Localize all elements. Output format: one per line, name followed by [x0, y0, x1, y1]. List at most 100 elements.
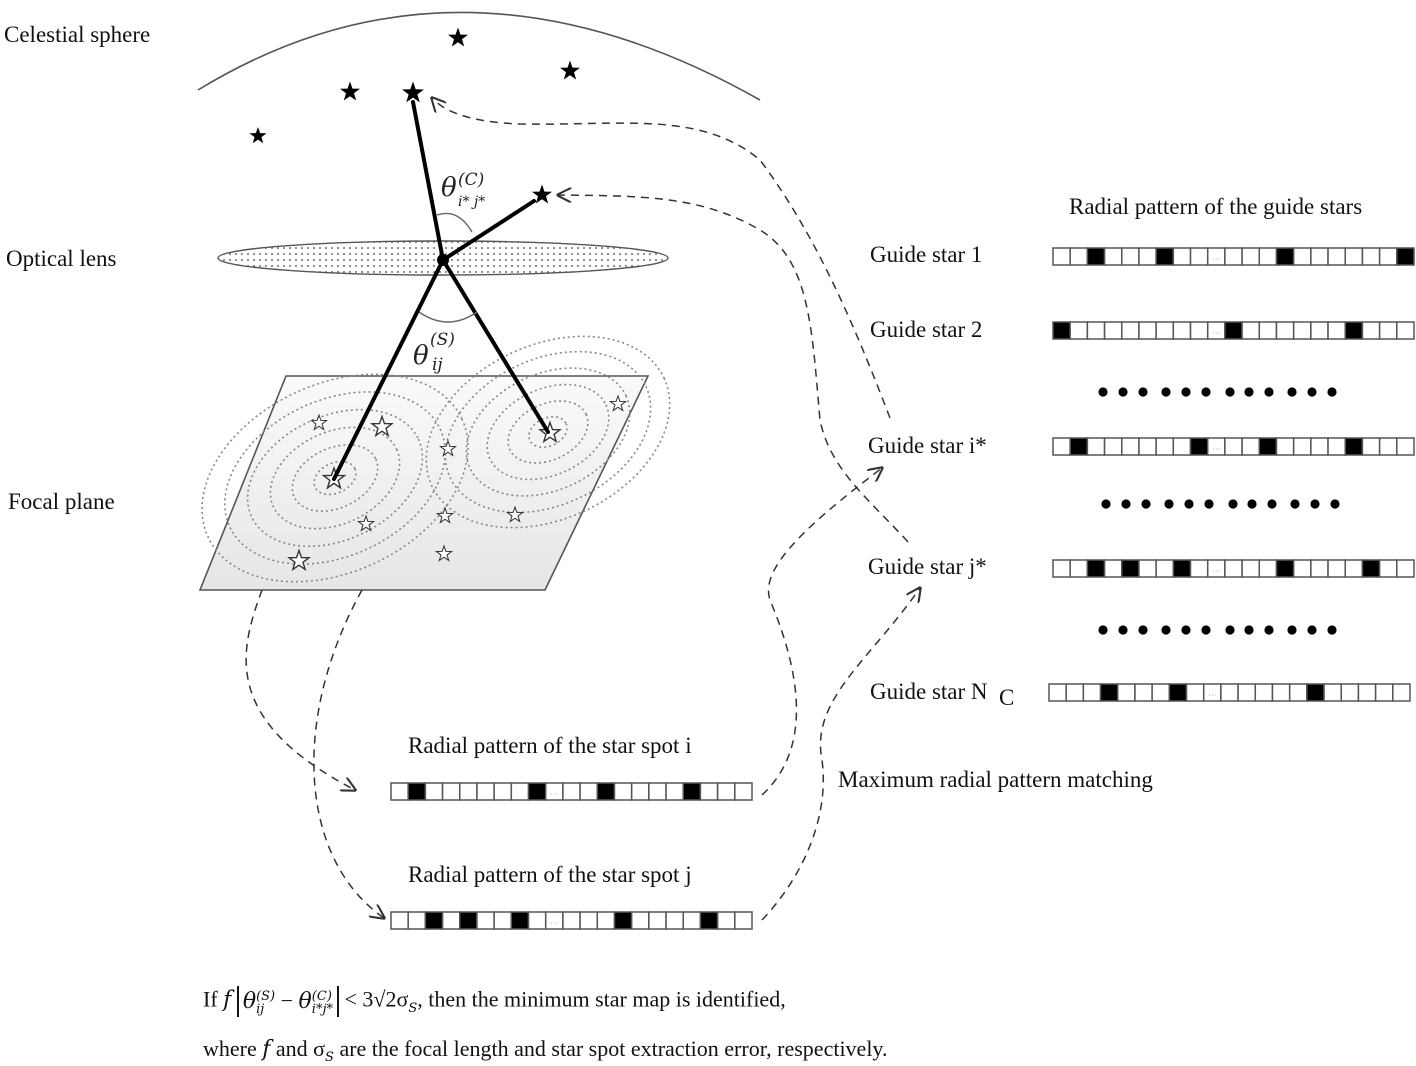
pattern-cell-empty: [493, 782, 513, 801]
formula-def-f: f: [262, 1037, 271, 1062]
pattern-cell-empty: [424, 782, 444, 801]
ray-spot-j: [441, 258, 550, 434]
pattern-cell-empty: [493, 911, 513, 930]
ellipsis-dot: [1330, 499, 1340, 509]
pattern-cell-filled: [1275, 559, 1295, 578]
pattern-cell-filled: [1224, 321, 1243, 340]
pattern-cell-filled: [1121, 559, 1140, 578]
formula-def-sigma: σ: [313, 1036, 326, 1061]
pattern-cell-empty: [1271, 683, 1291, 702]
pattern-cell-empty: [1340, 683, 1360, 702]
ellipsis-dot: [1181, 625, 1191, 635]
star-spot-pattern-bar: …: [390, 911, 753, 930]
pattern-cell-filled: [1155, 247, 1175, 266]
formula-def-sigma-sub: S: [325, 1050, 334, 1066]
pattern-cell-empty: [441, 782, 461, 801]
formula-and: and: [275, 1036, 308, 1061]
pattern-cell-filled: [510, 911, 530, 930]
pattern-cell-filled: [424, 911, 444, 930]
ellipsis-dot: [1161, 625, 1171, 635]
ellipsis-dot: [1310, 499, 1320, 509]
ellipsis-dot: [1244, 387, 1254, 397]
ellipsis-dot-row: [1098, 387, 1337, 397]
ellipsis-dot: [1264, 625, 1274, 635]
pattern-cell-filled: [1344, 321, 1364, 340]
pattern-cell-empty: [1275, 321, 1295, 340]
pattern-cell-empty: [1327, 321, 1346, 340]
focal-plane: [198, 375, 650, 591]
guide-star-pattern-bar: …: [1052, 247, 1415, 266]
formula-if: If: [203, 986, 218, 1012]
pattern-cell-empty: [1189, 321, 1209, 340]
formula-theta-c: θ: [298, 989, 312, 1014]
pattern-cell-empty: [1310, 437, 1329, 456]
pattern-cell-empty: [1069, 559, 1089, 578]
light-rays: [332, 100, 550, 481]
pattern-cell-empty: [1378, 321, 1398, 340]
guide-stars-title: Radial pattern of the guide stars: [1069, 194, 1362, 219]
pattern-cell-empty: [682, 911, 702, 930]
ellipsis-dot: [1327, 625, 1337, 635]
pattern-cell-empty: [441, 911, 461, 930]
arrow-spot-j-to-pattern: [313, 589, 384, 918]
pattern-cell-empty: [1172, 437, 1192, 456]
ellipsis-dot: [1264, 387, 1274, 397]
pattern-cell-empty: [1327, 437, 1346, 456]
pattern-cell-empty: [476, 911, 495, 930]
pattern-cell-empty: [1138, 437, 1157, 456]
ellipsis-dot: [1307, 625, 1317, 635]
catalog-star-i-icon: [402, 81, 424, 103]
pattern-cell-empty: [1310, 247, 1329, 266]
ellipsis-dot: [1118, 625, 1128, 635]
guide-star-label: Guide star 1: [870, 242, 982, 267]
formula-s-sub: ij: [256, 1001, 265, 1017]
pattern-cell-empty: [1237, 683, 1257, 702]
pattern-cell-empty: [1378, 559, 1398, 578]
formula-threshold-sub: S: [408, 1000, 418, 1016]
guide-star-nc-name: Guide star N: [870, 679, 988, 704]
pattern-cell-empty: [562, 782, 581, 801]
formula-minus: −: [280, 988, 294, 1013]
ellipsis-dot: [1098, 625, 1108, 635]
theta-c-label: θ (C) i* j*: [441, 170, 485, 210]
lens-center-point: [437, 254, 449, 266]
pattern-cell-filled: [1069, 437, 1089, 456]
ellipsis-dot: [1098, 387, 1108, 397]
formula-line1-suffix: , then the minimum star map is identifie…: [417, 986, 786, 1012]
pattern-cell-empty: [1241, 247, 1261, 266]
pattern-cell-empty: [579, 911, 599, 930]
formula-theta-s: θ: [242, 989, 257, 1014]
pattern-cell-empty: [1069, 247, 1089, 266]
pattern-ellipsis-text: …: [550, 917, 558, 926]
pattern-cell-empty: [476, 782, 495, 801]
pattern-cell-empty: [1292, 437, 1312, 456]
pattern-cell-filled: [1168, 683, 1188, 702]
pattern-cell-empty: [1258, 247, 1278, 266]
ellipsis-dot: [1181, 387, 1191, 397]
celestial-sphere-arc: [197, 11, 761, 101]
arrow-pattern-j-to-guide-j: [761, 588, 920, 921]
pattern-cell-empty: [1288, 683, 1308, 702]
angle-arc-sensor: [418, 311, 478, 323]
pattern-ellipsis-text: …: [1212, 565, 1220, 574]
star-spot-j-title: Radial pattern of the star spot j: [408, 862, 692, 887]
pattern-cell-empty: [1052, 559, 1071, 578]
ellipsis-dot: [1138, 387, 1148, 397]
pattern-ellipsis-text: …: [1212, 253, 1220, 262]
ellipsis-dot: [1267, 499, 1277, 509]
formula-s-sup: (S): [256, 988, 276, 1004]
pattern-cell-filled: [527, 782, 547, 801]
pattern-cell-empty: [1138, 321, 1157, 340]
pattern-cell-empty: [1254, 683, 1274, 702]
formula-less-than: <: [344, 986, 357, 1012]
pattern-cell-filled: [1086, 559, 1106, 578]
guide-star-pattern-bar: …: [1052, 559, 1415, 578]
guide-star-pattern-bar: …: [1052, 321, 1415, 340]
pattern-cell-filled: [1189, 437, 1209, 456]
pattern-cell-empty: [1103, 321, 1123, 340]
pattern-cell-empty: [1052, 247, 1071, 266]
pattern-cell-empty: [1378, 247, 1398, 266]
pattern-cell-empty: [1103, 437, 1123, 456]
pattern-cell-filled: [1172, 559, 1192, 578]
pattern-ellipsis-text: …: [1208, 689, 1216, 698]
